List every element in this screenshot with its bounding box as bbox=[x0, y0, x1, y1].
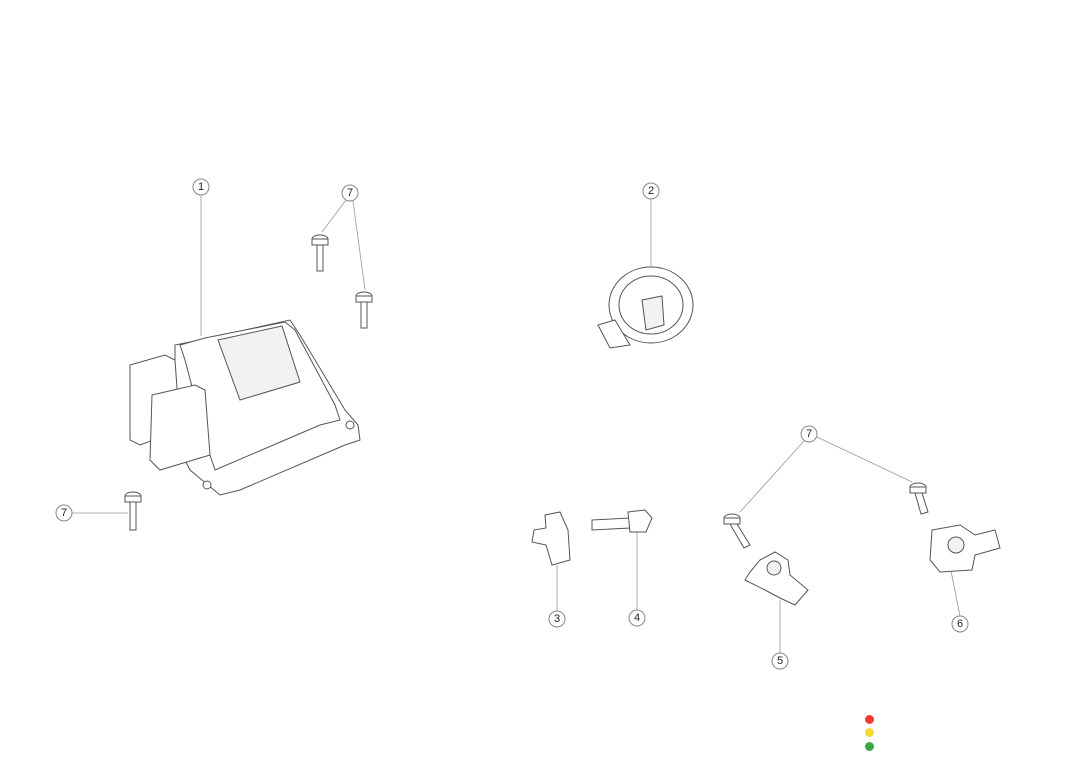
callout-label: 4 bbox=[634, 612, 640, 624]
callout-7-right[interactable]: 7 bbox=[800, 425, 818, 443]
callout-2[interactable]: 2 bbox=[642, 182, 660, 200]
sensor-3-drawing bbox=[531, 511, 571, 566]
long-bolt-drawing bbox=[591, 509, 653, 533]
status-dot-green bbox=[865, 742, 874, 751]
bolt-drawing bbox=[124, 234, 929, 549]
callout-5[interactable]: 5 bbox=[771, 652, 789, 670]
sensor-5-drawing bbox=[744, 551, 809, 606]
callout-label: 6 bbox=[957, 618, 963, 630]
status-dot-yellow bbox=[865, 728, 874, 737]
callout-7-left[interactable]: 7 bbox=[55, 504, 73, 522]
clock-spring-drawing bbox=[597, 266, 694, 349]
callout-4[interactable]: 4 bbox=[628, 609, 646, 627]
callout-label: 3 bbox=[554, 613, 560, 625]
callout-label: 7 bbox=[347, 187, 353, 199]
control-module-drawing bbox=[129, 319, 361, 496]
callout-label: 2 bbox=[648, 185, 654, 197]
callout-3[interactable]: 3 bbox=[548, 610, 566, 628]
callout-label: 5 bbox=[777, 655, 783, 667]
callout-label: 1 bbox=[198, 181, 204, 193]
callout-1[interactable]: 1 bbox=[192, 178, 210, 196]
callout-label: 7 bbox=[61, 507, 67, 519]
status-dot-red bbox=[865, 715, 874, 724]
callout-label: 7 bbox=[806, 428, 812, 440]
sensor-6-drawing bbox=[929, 524, 1001, 573]
callout-6[interactable]: 6 bbox=[951, 615, 969, 633]
callout-7-top[interactable]: 7 bbox=[341, 184, 359, 202]
leader-lines bbox=[72, 195, 961, 653]
